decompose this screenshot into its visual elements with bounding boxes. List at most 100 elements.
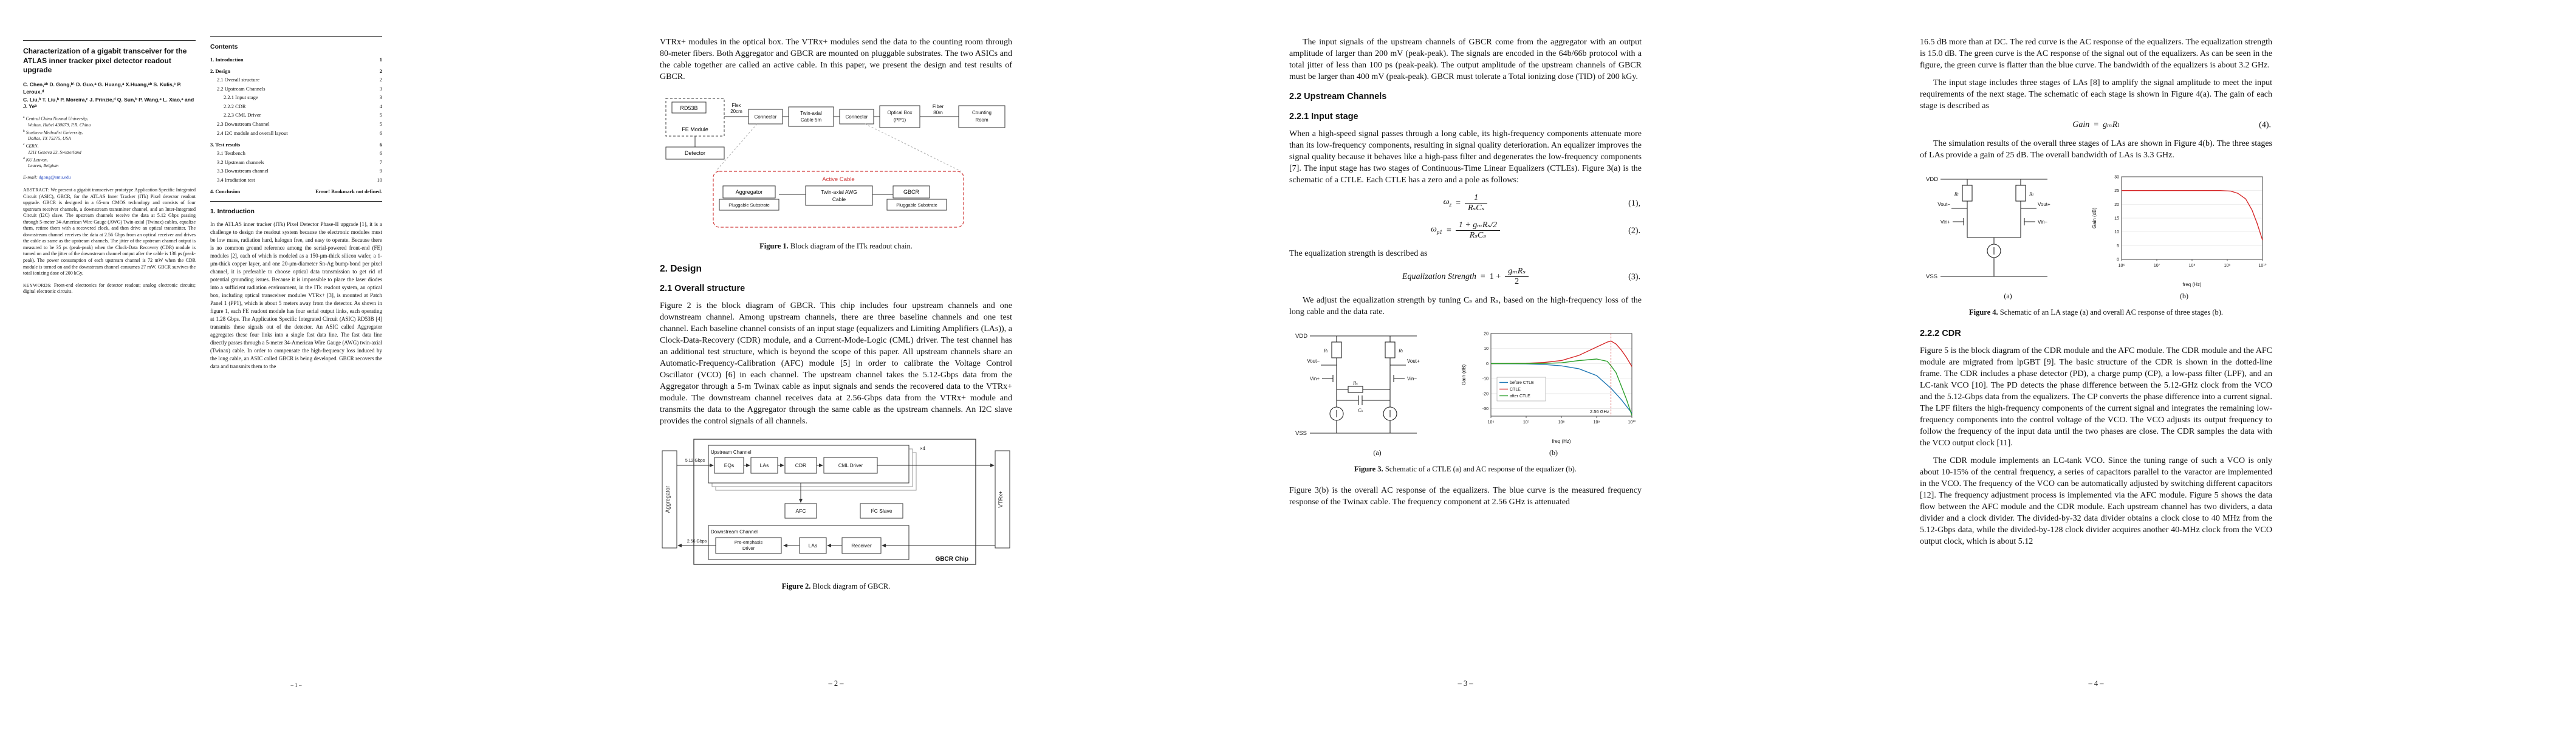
toc-entry-label[interactable]: 2.2.1 Input stage [224,94,258,101]
toc-entry-label[interactable]: 3.4 Irradiation test [217,176,255,183]
toc-row[interactable]: 2.1 Overall structure 2 [210,77,382,83]
toc-entry-page[interactable]: 6 [379,150,382,157]
introduction-heading: 1. Introduction [210,207,255,215]
toc-entry-label[interactable]: 2.2.3 CML Driver [224,112,261,118]
figure-2: Aggregator VTRx+ GBCR Chip Upstream Chan… [660,436,1012,592]
toc-entry-label[interactable]: 2.3 Downstream Channel [217,120,270,127]
rl-right-label: Rₗ [2029,191,2033,197]
toc-row[interactable]: 4. Conclusion Error! Bookmark not defined… [210,188,382,195]
toc-row[interactable]: 2.2.2 CDR 4 [210,103,382,110]
toc-row[interactable]: 3.4 Irradiation test 10 [210,177,382,183]
toc-row[interactable]: 2.2 Upstream Channels 3 [210,86,382,92]
x-tick-label: 10⁹ [1594,420,1600,425]
fig1-label-room: Room [975,117,988,123]
figure-caption: Figure 2. Block diagram of GBCR. [781,582,891,590]
toc-row[interactable]: 3. Test results 6 [210,142,382,148]
rs-label: Rₛ [1352,380,1358,386]
fig1-label-flex: Flex [731,103,741,108]
toc-entry-page[interactable]: 9 [379,168,382,174]
body-paragraph: Figure 3(b) is the overall AC response o… [1289,485,1642,507]
toc-entry-page[interactable]: 1 [379,56,382,63]
email-link[interactable]: dgong@smu.edu [38,174,71,180]
vdd-label: VDD [1295,333,1307,340]
fig2-label-downstream: Downstream Channel [711,529,758,535]
y-tick-label: 30 [2114,176,2119,180]
toc-entry-label[interactable]: 3. Test results [210,141,241,148]
fig2-label-eqs: EQs [724,462,735,468]
toc-entry-label[interactable]: 3.3 Downstream channel [217,168,269,174]
affiliation-name: CERN, [26,143,39,149]
body-paragraph: Figure 5 is the block diagram of the CDR… [1920,346,2272,448]
toc-entry-label[interactable]: 2.4 I2C module and overall layout [217,129,288,136]
rl-left-label: Rₗ [1954,191,1959,197]
affiliation-marker: d [23,156,25,160]
section-heading-input-stage: 2.2.1 Input stage [1289,112,1358,122]
vout-plus-label: Vout+ [1407,358,1420,364]
toc-entry-page[interactable]: 5 [379,120,382,127]
fig1-label-substrate-2: Pluggable Substrate [896,202,937,208]
fig1-label-fiber-80m: 80m [933,110,943,115]
x-tick-label: 10¹⁰ [2259,263,2267,268]
toc-row[interactable]: 3.3 Downstream channel 9 [210,168,382,174]
fig2-blocks [662,439,1010,565]
section-heading-design: 2. Design [660,264,702,274]
fig1-label-active-cable: Active Cable [822,176,854,183]
toc-entry-page[interactable]: 10 [377,176,383,183]
toc-row[interactable]: 2.4 I2C module and overall layout 6 [210,130,382,137]
toc-entry-label[interactable]: 2. Design [210,67,231,74]
toc-row[interactable]: 2.2.1 Input stage 3 [210,94,382,101]
toc-entry-label[interactable]: 3.1 Testbench [217,150,245,157]
toc-entry-label[interactable]: 3.2 Upstream channels [217,159,264,165]
fig2-labels: Aggregator VTRx+ GBCR Chip Upstream Chan… [665,446,1004,563]
toc-row[interactable]: 2.2.3 CML Driver 5 [210,112,382,118]
toc-entry-page[interactable]: 5 [379,112,382,118]
rl-right-label: Rₗ [1398,347,1403,354]
toc-row[interactable]: 3.2 Upstream channels 7 [210,159,382,166]
fig2-label-dlas: LAs [809,542,818,549]
toc-entry-page[interactable]: 2 [379,67,382,74]
y-tick-label: -20 [1482,392,1488,396]
toc-entry-page[interactable]: 7 [379,159,382,165]
fig1-labels: RD53B FE Module Flex 20cm Connector Twin… [680,103,992,208]
toc-entry-page[interactable]: 3 [379,94,382,101]
toc-entry-label[interactable]: 4. Conclusion [210,188,241,194]
toc-entry-page[interactable]: 6 [379,141,382,148]
y-tick-label: 10 [2114,230,2119,234]
toc-entry-page[interactable]: 3 [379,85,382,92]
toc-entry-label[interactable]: 2.2 Upstream Channels [217,85,265,92]
fig1-label-gbcr: GBCR [903,189,920,195]
toc-row[interactable]: 1. Introduction 1 [210,56,382,63]
affiliation-marker: c [23,143,25,147]
title-page: Characterization of a gigabit transceive… [23,40,196,693]
fig2-label-driver: Driver [742,546,755,551]
toc-row[interactable]: 2. Design 2 [210,68,382,75]
legend-label: after CTLE [1510,394,1530,399]
vout-minus-label: Vout− [1937,202,1950,207]
curve-after-CTLE [1491,358,1632,416]
toc-entry-label[interactable]: 2.1 Overall structure [217,77,260,83]
x-tick-label: 10⁸ [1558,420,1565,425]
toc-entry-page[interactable]: Error! Bookmark not defined. [315,188,382,194]
toc-entry-page[interactable]: 6 [379,129,382,136]
vin-minus-label: Vin− [1407,376,1417,382]
vin-plus-label: Vin+ [1941,219,1950,225]
toc-row[interactable]: 3.1 Testbench 6 [210,150,382,157]
x-tick-label: 10⁶ [2119,264,2125,268]
title-rule [23,40,196,41]
toc-row[interactable]: 2.3 Downstream Channel 5 [210,121,382,128]
y-tick-label: 20 [2114,203,2119,207]
figure-caption: Figure 1. Block diagram of the ITk reado… [759,242,913,250]
ctle-circuit-lines [1310,335,1417,434]
toc-entry-label[interactable]: 2.2.2 CDR [224,103,246,109]
body-paragraph: 16.5 dB more than at DC. The red curve i… [1920,38,2272,70]
toc-entry-label[interactable]: 1. Introduction [210,56,244,63]
toc-entry-page[interactable]: 4 [379,103,382,109]
toc-entry-page[interactable]: 2 [379,77,382,83]
